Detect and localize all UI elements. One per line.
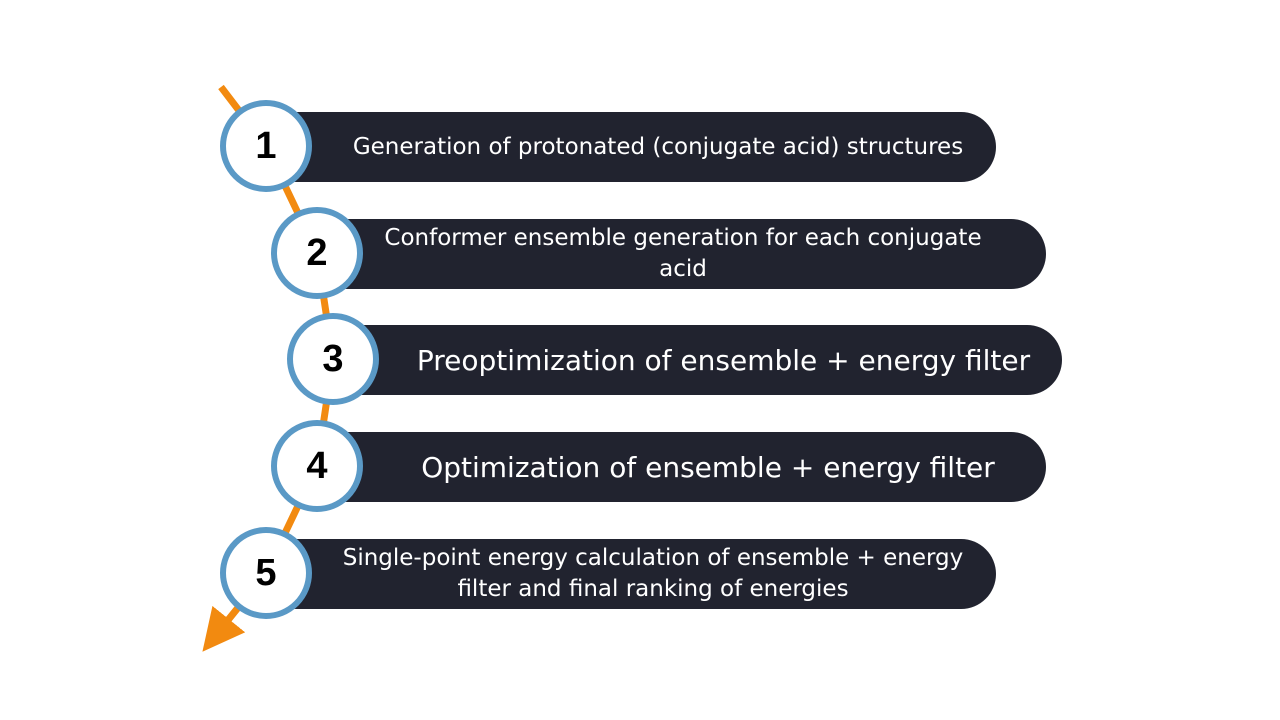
- step-5-bar: Single-point energy calculation of ensem…: [290, 539, 996, 609]
- step-1-text: Generation of protonated (conjugate acid…: [352, 133, 964, 160]
- step-2-number: 2: [271, 207, 363, 299]
- step-2-bar: Conformer ensemble generation for each c…: [340, 219, 1046, 289]
- step-4-bar: Optimization of ensemble + energy filter: [340, 432, 1046, 502]
- step-5-number: 5: [220, 527, 312, 619]
- step-4-text: Optimization of ensemble + energy filter: [421, 450, 995, 484]
- step-4-number: 4: [271, 420, 363, 512]
- step-3-text: Preoptimization of ensemble + energy fil…: [416, 343, 1031, 377]
- step-3-bar: Preoptimization of ensemble + energy fil…: [355, 325, 1062, 395]
- step-2-text: Conformer ensemble generation for each c…: [384, 225, 982, 282]
- step-1-number: 1: [220, 100, 312, 192]
- step-3-number: 3: [287, 313, 379, 405]
- step-5-text: Single-point energy calculation of ensem…: [342, 545, 964, 602]
- step-1-bar: Generation of protonated (conjugate acid…: [290, 112, 996, 182]
